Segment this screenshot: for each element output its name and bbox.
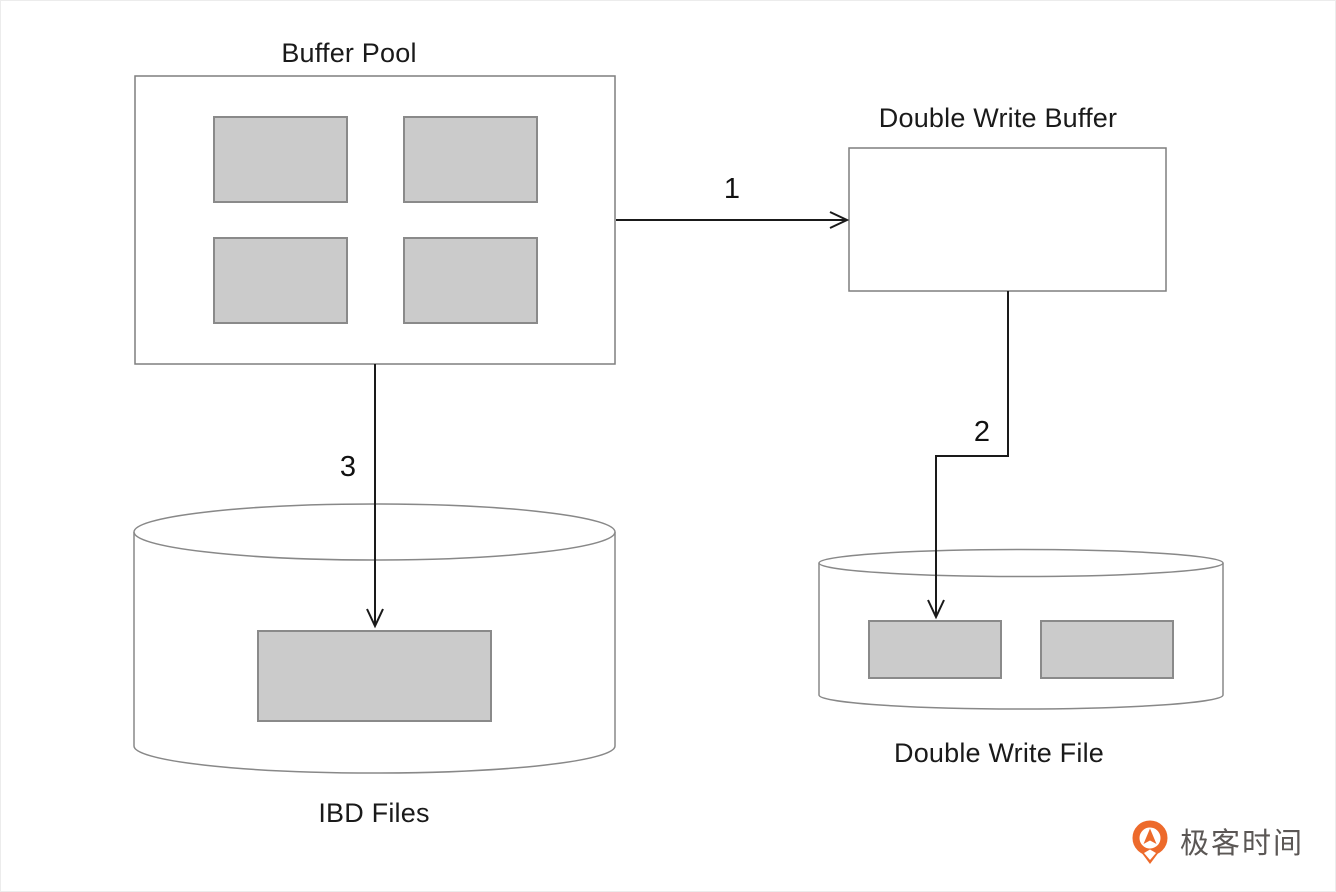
- double-write-file-cylinder: [818, 548, 1224, 710]
- dwf-page-block-2: [1040, 620, 1174, 679]
- arrow2-head-icon: [927, 599, 945, 620]
- buffer-pool-box: [134, 75, 616, 365]
- arrow-step1: [616, 211, 850, 229]
- ibd-page-block: [257, 630, 492, 722]
- double-write-buffer-box: [848, 147, 1167, 292]
- buffer-pool-border: [134, 75, 616, 365]
- step-3-number: 3: [339, 451, 357, 483]
- geektime-logo-icon: [1132, 820, 1168, 864]
- buffer-pool-title: Buffer Pool: [281, 38, 417, 68]
- arrow1-head-icon: [829, 211, 850, 229]
- arrow3-head-icon: [366, 608, 384, 629]
- buffer-pool-page-block-4: [403, 237, 538, 324]
- arrow2-line: [935, 291, 1009, 615]
- step-2-number: 2: [973, 416, 991, 448]
- double-write-buffer-title: Double Write Buffer: [878, 103, 1118, 133]
- buffer-pool-page-block-3: [213, 237, 348, 324]
- geektime-logo: 极客时间: [1129, 817, 1304, 865]
- buffer-pool-page-block-2: [403, 116, 538, 203]
- dwf-page-block-1: [868, 620, 1002, 679]
- buffer-pool-page-block-1: [213, 116, 348, 203]
- geektime-logo-text: 极客时间: [1180, 828, 1305, 860]
- step-1-number: 1: [723, 173, 741, 205]
- arrow-step3: [366, 364, 384, 629]
- arrow-step2: [927, 291, 1009, 620]
- ibd-files-label: IBD Files: [318, 798, 430, 828]
- dwf-cylinder-top: [818, 548, 1224, 578]
- double-write-file-label: Double Write File: [894, 738, 1104, 768]
